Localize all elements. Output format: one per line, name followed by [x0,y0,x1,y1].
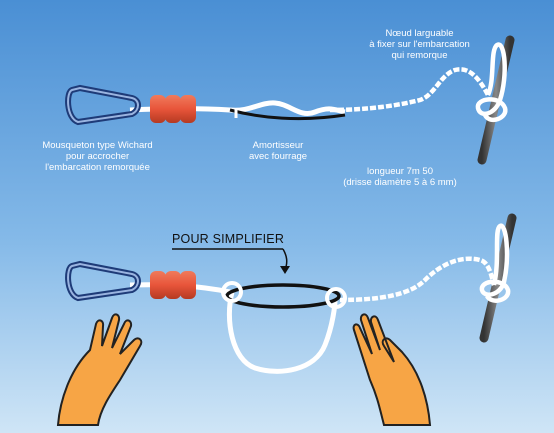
label-mousqueton: Mousqueton type Wichard pour accrocher l… [30,140,165,173]
label-amortisseur-line2: avec fourrage [228,151,328,162]
label-noeud-line1: Nœud larguable [352,28,487,39]
rope-main-bottom [340,259,494,300]
label-noeud-line2: à fixer sur l'embarcation [352,39,487,50]
label-noeud-line3: qui remorque [352,50,487,61]
hand-right-icon [354,314,430,425]
label-mousqueton-line3: l'embarcation remorquée [30,162,165,173]
buoy-group-bottom [150,271,196,299]
ring [227,285,339,307]
carabiner-icon [68,264,138,298]
label-longueur: longueur 7m 50 (drisse diamètre 5 à 6 mm… [320,166,480,188]
hand-left-icon [58,314,141,425]
label-longueur-line2: (drisse diamètre 5 à 6 mm) [320,177,480,188]
label-longueur-line1: longueur 7m 50 [320,166,480,177]
label-amortisseur-line1: Amortisseur [228,140,328,151]
label-pour-simplifier: POUR SIMPLIFIER [172,232,284,246]
label-noeud: Nœud larguable à fixer sur l'embarcation… [352,28,487,61]
arrow-icon [172,249,290,274]
label-amortisseur: Amortisseur avec fourrage [228,140,328,162]
label-mousqueton-line2: pour accrocher [30,151,165,162]
label-mousqueton-line1: Mousqueton type Wichard [30,140,165,151]
